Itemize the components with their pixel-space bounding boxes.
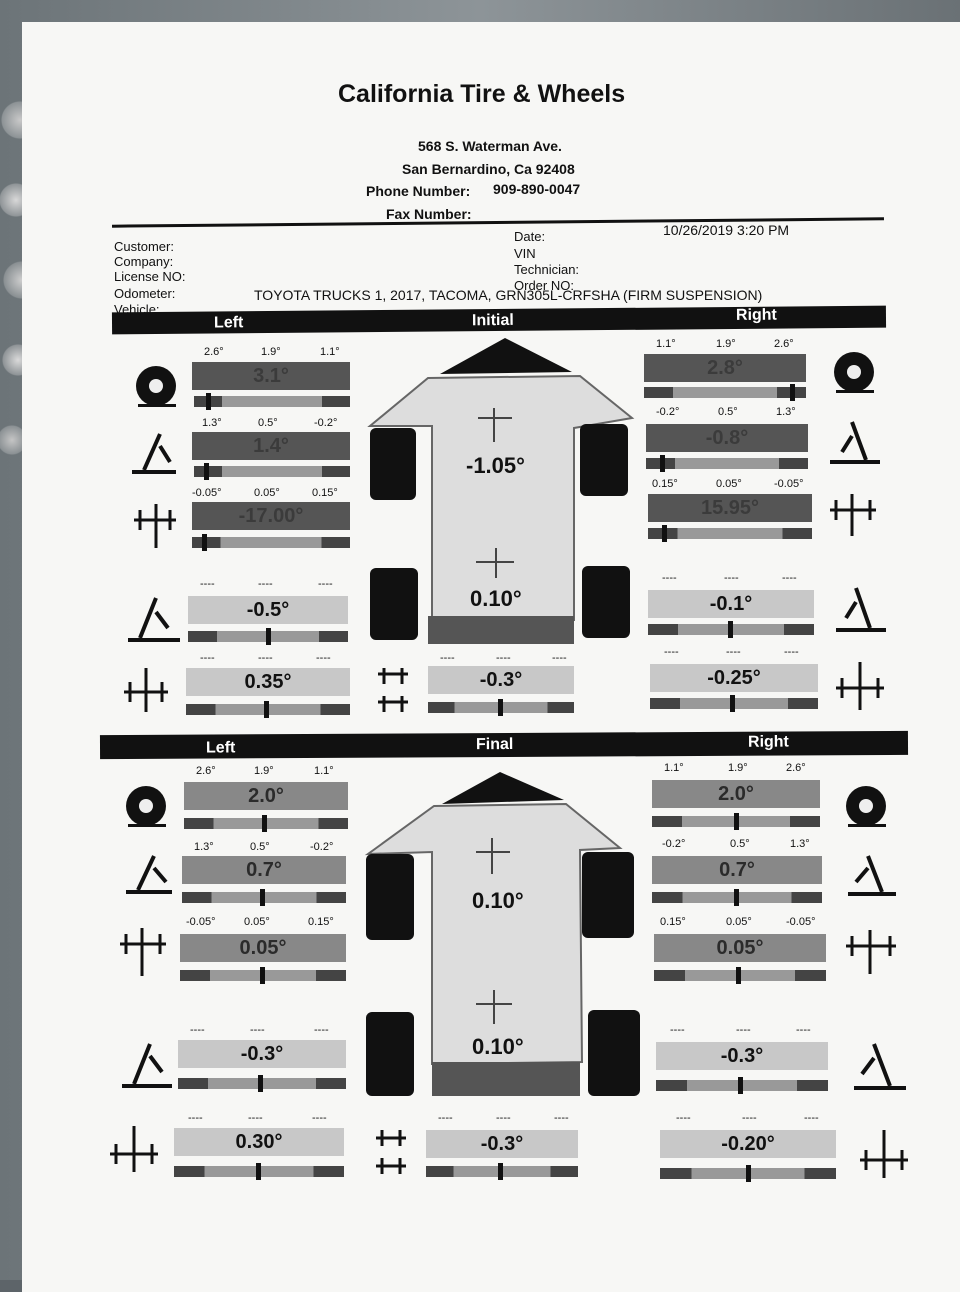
final-right-caster-ticks: -0.2°0.5°1.3°	[662, 838, 810, 850]
fax-label: Fax Number:	[386, 206, 472, 222]
final-right-toe-value: 0.05°	[654, 934, 826, 962]
license-label: License NO:	[114, 269, 186, 284]
initial-left-toe-value: -17.00°	[192, 502, 350, 530]
final-right-setback-ticks: ------------	[676, 1112, 819, 1124]
initial-left-toe-ticks: -0.05°0.05°0.15°	[192, 487, 338, 499]
initial-right-sai-value: -0.1°	[648, 590, 814, 618]
final-left-sai-scale	[178, 1075, 346, 1092]
final-front-total-toe: 0.10°	[472, 888, 524, 913]
final-left-camber-ticks: 2.6°1.9°1.1°	[196, 765, 334, 777]
date-value: 10/26/2019 3:20 PM	[663, 222, 790, 238]
final-left-caster-scale	[182, 889, 346, 906]
date-label: Date:	[514, 229, 546, 244]
vehicle-value: TOYOTA TRUCKS 1, 2017, TACOMA, GRN305L-C…	[254, 287, 763, 303]
initial-left-toe-scale	[192, 534, 350, 551]
initial-left-caster-scale	[194, 463, 350, 480]
initial-right-caster-scale	[646, 455, 808, 472]
initial-front-total-toe: -1.05°	[466, 453, 525, 478]
technician-label: Technician:	[514, 262, 580, 277]
final-thrust-ticks: ------------	[438, 1112, 569, 1124]
final-right-camber-ticks: 1.1°1.9°2.6°	[664, 762, 806, 774]
final-right-camber-value: 2.0°	[652, 780, 820, 808]
final-left-sai-value: -0.3°	[178, 1040, 346, 1068]
initial-right-setback-value: -0.25°	[650, 664, 818, 692]
initial-rear-total-toe: 0.10°	[470, 586, 522, 611]
final-car-diagram	[364, 772, 640, 1096]
initial-left-camber-scale	[194, 393, 350, 410]
final-left-caster-value: 0.7°	[182, 856, 346, 884]
initial-left-setback-value: 0.35°	[186, 668, 350, 696]
final-rear-total-toe: 0.10°	[472, 1034, 524, 1059]
final-left-camber-value: 2.0°	[184, 782, 348, 810]
initial-left-sai-value: -0.5°	[188, 596, 348, 624]
final-right-camber-scale	[652, 813, 820, 830]
initial-right-setback-scale	[650, 695, 818, 712]
final-left-setback-value: 0.30°	[174, 1128, 344, 1156]
initial-right-camber-ticks: 1.1°1.9°2.6°	[656, 338, 794, 350]
initial-car-diagram	[367, 338, 635, 644]
initial-arrow-tip	[440, 338, 572, 374]
company-name: California Tire & Wheels	[338, 80, 626, 108]
final-right-setback-value: -0.20°	[660, 1130, 836, 1158]
final-thrust-value: -0.3°	[426, 1130, 578, 1158]
initial-left-camber-ticks: 2.6°1.9°1.1°	[204, 346, 340, 358]
final-left-sai-ticks: ------------	[190, 1024, 329, 1036]
vin-label: VIN	[514, 246, 536, 261]
final-right-sai-value: -0.3°	[656, 1042, 828, 1070]
final-left-toe-scale	[180, 967, 346, 984]
initial-left-sai-ticks: ------------	[200, 578, 333, 590]
initial-right-caster-value: -0.8°	[646, 424, 808, 452]
final-right-sai-ticks: ------------	[670, 1024, 811, 1036]
initial-right-toe-ticks: 0.15°0.05°-0.05°	[652, 478, 804, 490]
final-right-caster-value: 0.7°	[652, 856, 822, 884]
customer-label: Customer:	[114, 239, 174, 254]
initial-left-setback-ticks: ------------	[200, 652, 331, 664]
initial-right-setback-ticks: ------------	[664, 646, 799, 658]
city-address: San Bernardino, Ca 92408	[402, 161, 575, 177]
order-label: Order NO:	[514, 278, 574, 293]
company-label: Company:	[114, 254, 174, 269]
final-left-setback-scale	[174, 1163, 344, 1180]
final-left-caster-ticks: 1.3°0.5°-0.2°	[194, 841, 334, 853]
final-left-toe-value: 0.05°	[180, 934, 346, 962]
initial-right-caster-ticks: -0.2°0.5°1.3°	[656, 406, 796, 418]
final-right-sai-scale	[656, 1077, 828, 1094]
initial-thrust-value: -0.3°	[428, 666, 574, 694]
initial-right-camber-scale	[644, 384, 806, 401]
initial-left-caster-value: 1.4°	[192, 432, 350, 460]
initial-right-toe-value: 15.95°	[648, 494, 812, 522]
odometer-label: Odometer:	[114, 286, 176, 301]
initial-right-sai-ticks: ------------	[662, 572, 797, 584]
final-left-toe-ticks: -0.05°0.05°0.15°	[186, 916, 334, 928]
final-right-toe-ticks: 0.15°0.05°-0.05°	[660, 916, 816, 928]
final-right-caster-scale	[652, 889, 822, 906]
initial-left-camber-value: 3.1°	[192, 362, 350, 390]
initial-right-camber-value: 2.8°	[644, 354, 806, 382]
initial-thrust-ticks: ------------	[440, 652, 567, 664]
initial-right-sai-scale	[648, 621, 814, 638]
phone-number: 909-890-0047	[493, 181, 581, 197]
initial-left-caster-ticks: 1.3°0.5°-0.2°	[202, 417, 338, 429]
final-left-camber-scale	[184, 815, 348, 832]
final-right-setback-scale	[660, 1165, 836, 1182]
phone-label: Phone Number:	[366, 183, 471, 199]
final-left-setback-ticks: ------------	[188, 1112, 327, 1124]
final-thrust-scale	[426, 1163, 578, 1180]
initial-left-sai-scale	[188, 628, 348, 645]
street-address: 568 S. Waterman Ave.	[418, 138, 562, 154]
final-arrow-tip	[442, 772, 564, 804]
final-right-toe-scale	[654, 967, 826, 984]
initial-thrust-scale	[428, 699, 574, 716]
initial-right-toe-scale	[648, 525, 812, 542]
initial-left-setback-scale	[186, 701, 350, 718]
